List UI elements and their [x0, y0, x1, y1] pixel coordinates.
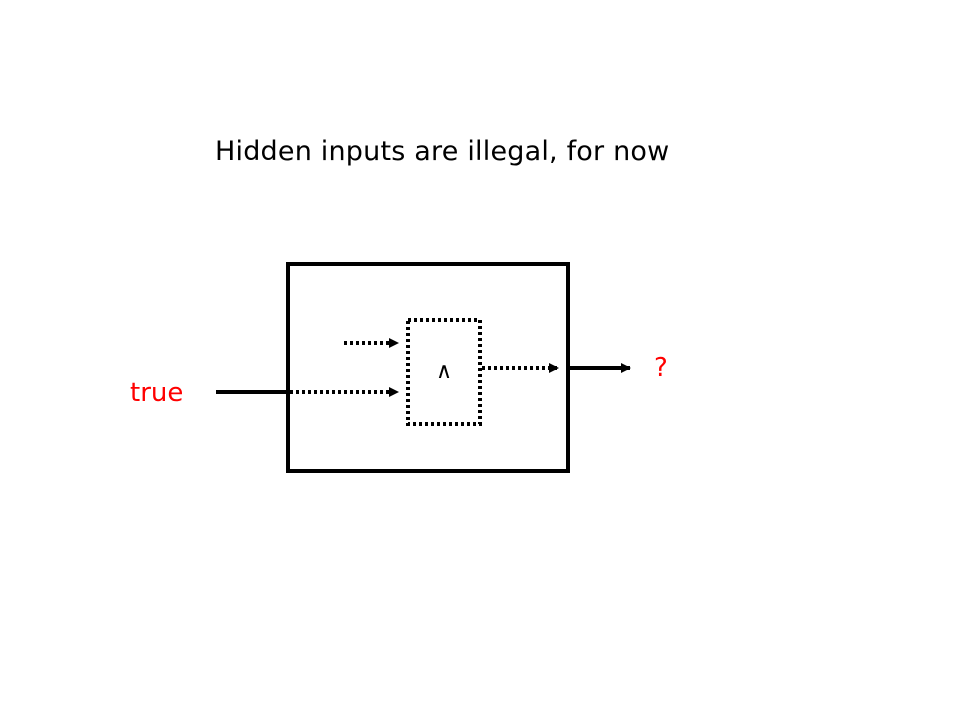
slide-title: Hidden inputs are illegal, for now	[215, 136, 670, 167]
output-value-label: ?	[654, 353, 668, 383]
inner-gate-box	[406, 318, 482, 426]
input-value-label: true	[130, 378, 184, 408]
gate-symbol: ∧	[436, 359, 452, 384]
